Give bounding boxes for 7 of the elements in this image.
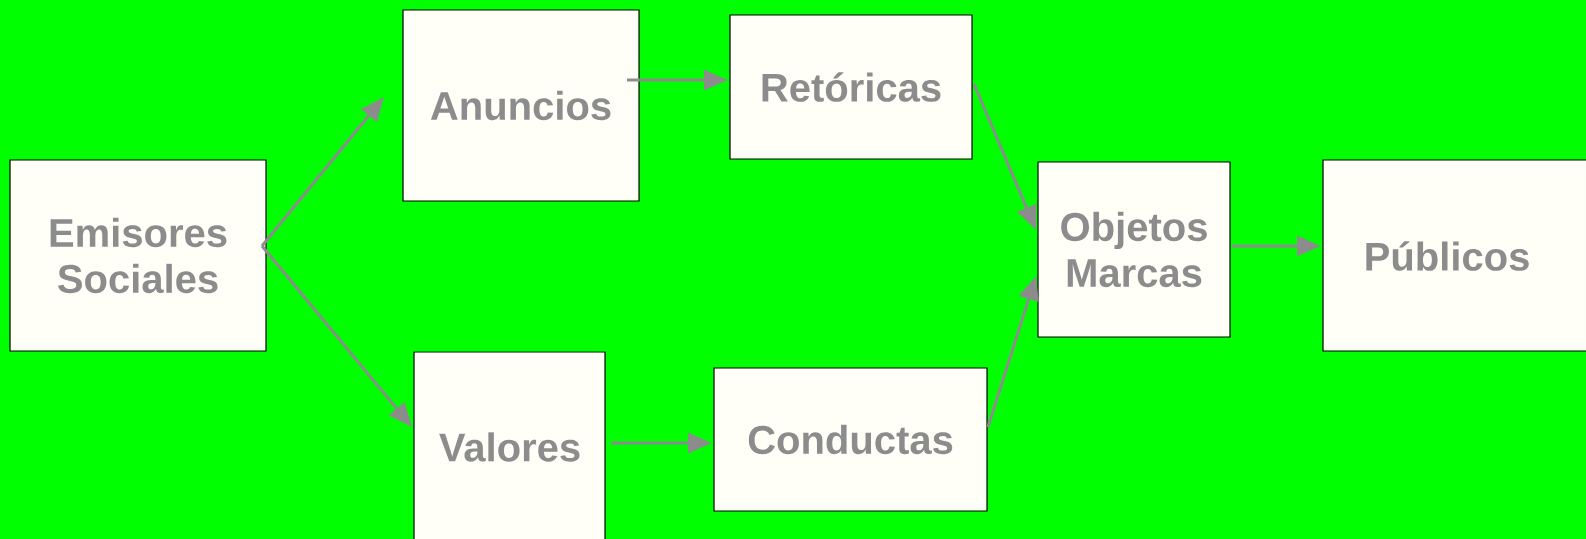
process-box: Objetos Marcas	[1037, 161, 1231, 338]
process-box: Anuncios	[402, 9, 640, 202]
process-box: Retóricas	[729, 14, 973, 160]
process-box: Públicos	[1322, 159, 1586, 352]
process-box: Emisores Sociales	[9, 159, 267, 352]
process-box: Valores	[413, 351, 606, 539]
process-box: Conductas	[713, 367, 988, 512]
